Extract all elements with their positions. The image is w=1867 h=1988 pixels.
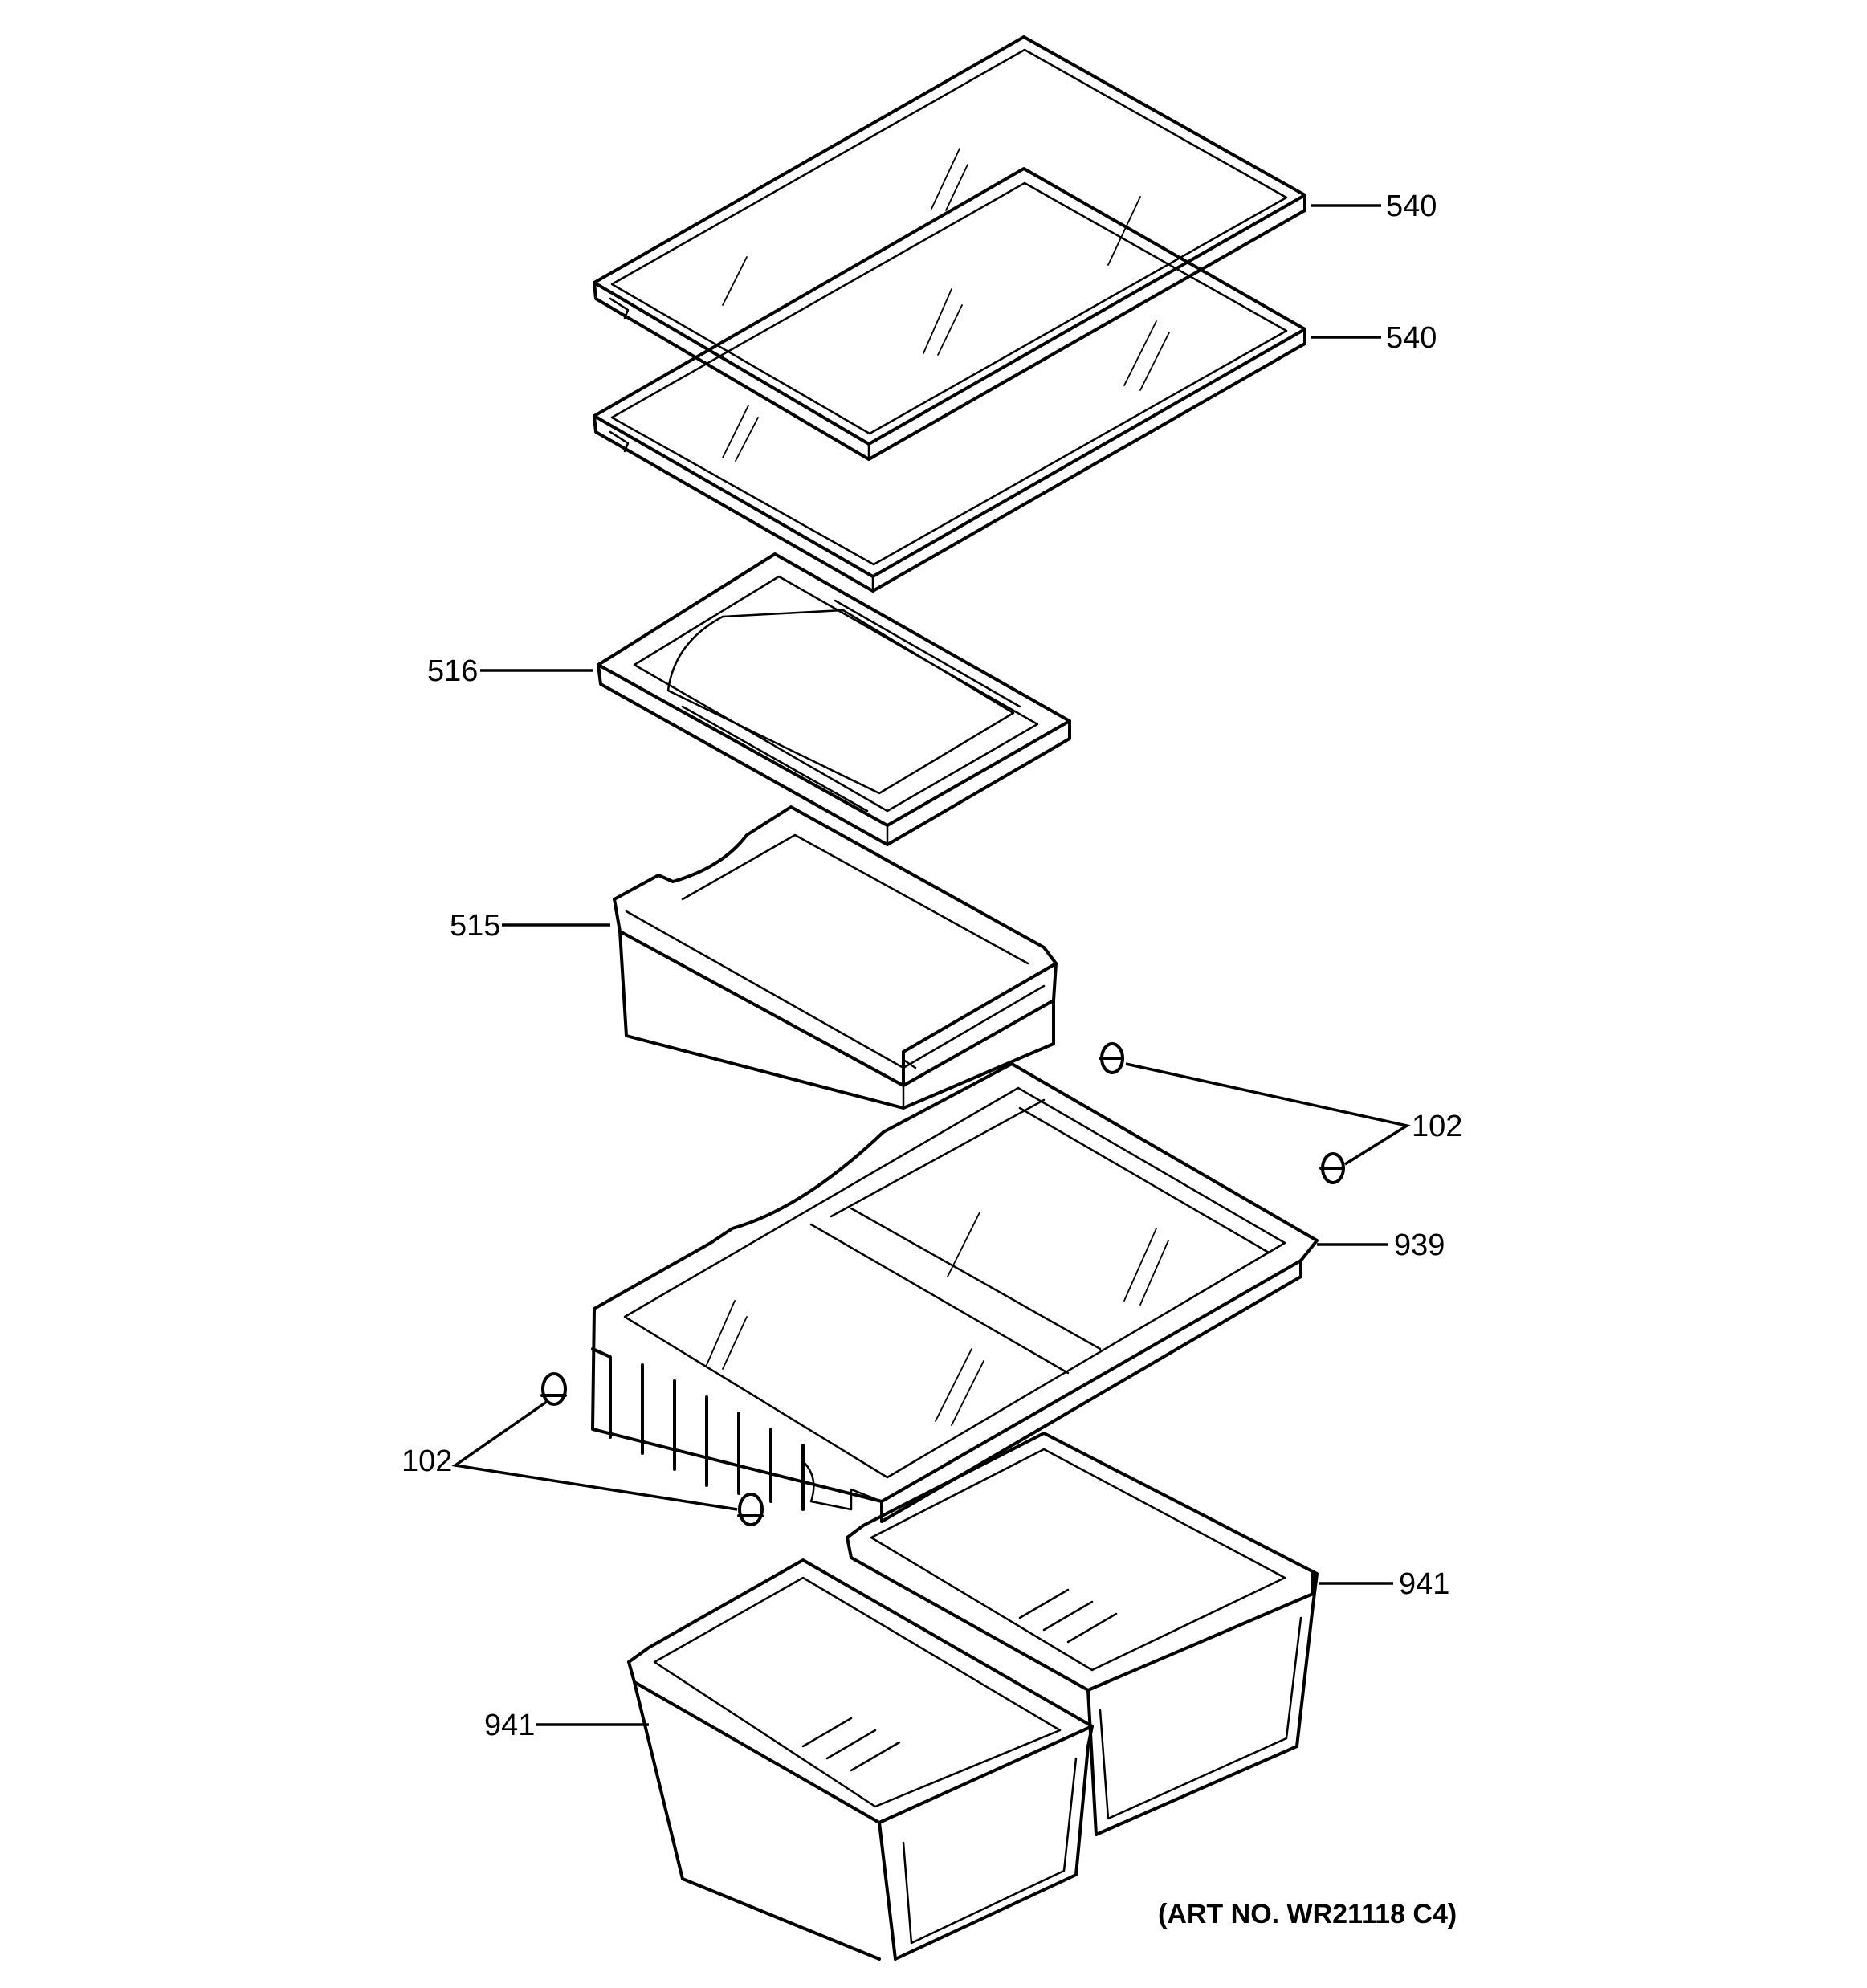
callout-515: 515: [450, 909, 500, 943]
leader-102-left: [451, 1399, 738, 1511]
callout-516: 516: [427, 654, 478, 688]
callout-540-top: 540: [1386, 189, 1437, 223]
art-number: (ART NO. WR21118 C4): [1158, 1899, 1457, 1929]
callout-102-right: 102: [1412, 1110, 1462, 1143]
callout-941-left: 941: [484, 1709, 535, 1742]
wheel-left-lower: [737, 1493, 764, 1526]
drawer-right: [846, 1432, 1319, 1836]
pan-cover: [597, 552, 1071, 846]
bin-support-frame: [591, 1062, 1319, 1523]
crisper-pan: [613, 805, 1058, 1110]
wheel-right-lower: [1319, 1152, 1345, 1184]
callout-102-left: 102: [402, 1444, 452, 1478]
wheel-left-upper: [540, 1372, 567, 1406]
drawer-left: [627, 1558, 1094, 1961]
wheel-right-upper: [1099, 1042, 1124, 1074]
glass-shelf-second: [593, 167, 1306, 593]
callout-939: 939: [1394, 1228, 1445, 1262]
callout-941-right: 941: [1399, 1567, 1449, 1601]
glass-shelf-top: [593, 35, 1306, 461]
callout-540-second: 540: [1386, 321, 1437, 355]
leader-102-right: [1125, 1062, 1411, 1166]
